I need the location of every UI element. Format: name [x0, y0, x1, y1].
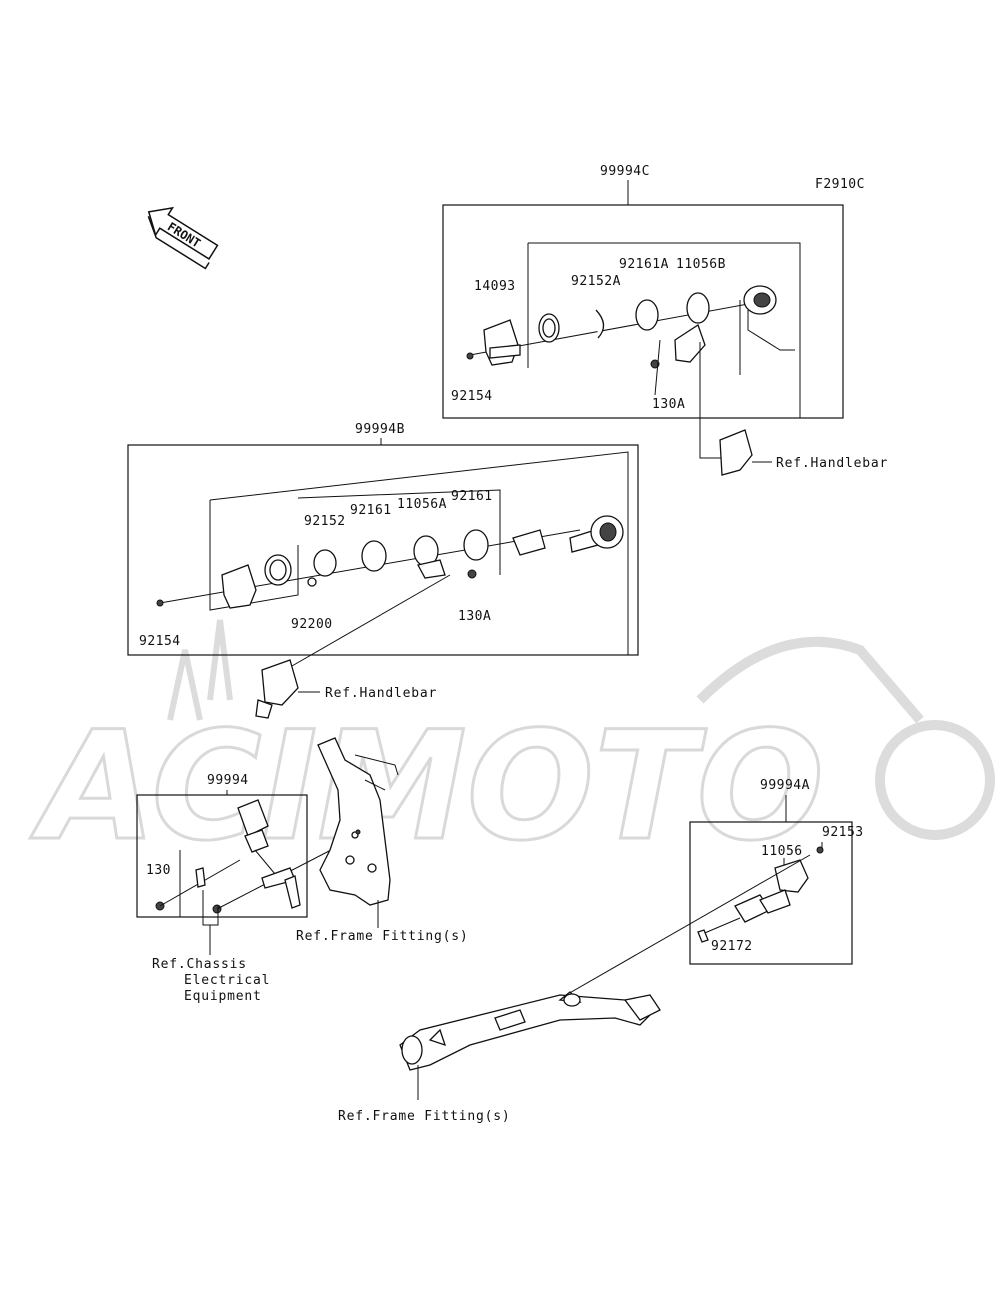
- ring-92161-b2: [463, 529, 489, 561]
- bolt-130a-b: [467, 569, 477, 579]
- bolt-130a-c: [650, 359, 660, 369]
- group-99994c-box: [442, 204, 844, 419]
- handlebar-clamp-b: [255, 659, 299, 719]
- ref-chassis-line3: Equipment: [184, 989, 262, 1004]
- ref-frame-fittings-2: Ref.Frame Fitting(s): [338, 1109, 511, 1124]
- part-92200: 92200: [291, 617, 333, 632]
- screw-92154-b: [156, 599, 164, 607]
- handlebar-clamp-c: [719, 429, 753, 476]
- switch-housing-b: [221, 554, 292, 609]
- group-99994a-label: 99994A: [760, 778, 810, 793]
- sensor-99994a: [734, 889, 791, 923]
- ref-frame-fittings-1: Ref.Frame Fitting(s): [296, 929, 469, 944]
- ring-11056b: [686, 292, 710, 324]
- diagram-code: F2910C: [815, 177, 865, 192]
- group-99994: 99994 130 Ref.Chassis Electrical Equipme…: [136, 737, 469, 1004]
- watermark: ACIMOTO: [29, 619, 995, 876]
- clip-92152a: [595, 309, 605, 339]
- group-99994b: 99994B 92152 92161 11056A 92161 92154 92…: [127, 422, 639, 719]
- part-92153: 92153: [822, 825, 864, 840]
- part-92154-c: 92154: [451, 389, 493, 404]
- sensor-99994: [237, 799, 301, 909]
- group-99994a-box: [689, 821, 853, 965]
- part-130: 130: [146, 863, 171, 878]
- frame-plate: [317, 737, 399, 906]
- ref-chassis-line1: Ref.Chassis: [152, 957, 247, 972]
- part-11056: 11056: [761, 844, 803, 859]
- front-arrow: FRONT: [147, 206, 219, 270]
- group-99994b-label: 99994B: [355, 422, 405, 437]
- group-99994c: 99994C 14093 92152A 92161A 11056B 92154 …: [442, 164, 888, 476]
- switch-housing-14093: [483, 319, 521, 366]
- group-99994a: 99994A 92153 11056 92172 Ref.Frame Fitti…: [338, 778, 864, 1124]
- part-130a-c: 130A: [652, 397, 685, 412]
- ref-handlebar-b: Ref.Handlebar: [325, 686, 437, 701]
- ring-92161a: [635, 299, 659, 331]
- ring-92152-b: [313, 549, 337, 577]
- group-99994b-box: [127, 444, 639, 656]
- part-11056b: 11056B: [676, 257, 726, 272]
- part-14093: 14093: [474, 279, 516, 294]
- bracket-11056b: [674, 324, 706, 363]
- clamp-small: [195, 867, 206, 888]
- part-92161a: 92161A: [619, 257, 669, 272]
- part-92154-b: 92154: [139, 634, 181, 649]
- group-99994c-label: 99994C: [600, 164, 650, 179]
- part-92161-b1: 92161: [350, 503, 392, 518]
- screw-92154-c: [466, 352, 474, 360]
- washer-92200: [307, 577, 317, 587]
- part-92161-b2: 92161: [451, 489, 493, 504]
- part-92172: 92172: [711, 939, 753, 954]
- part-130a-b: 130A: [458, 609, 491, 624]
- ring-92161-b1: [361, 540, 387, 572]
- part-92152a: 92152A: [571, 274, 621, 289]
- group-99994-box: [136, 794, 308, 918]
- bracket-11056a: [417, 559, 446, 579]
- part-92152-b: 92152: [304, 514, 346, 529]
- group-99994-label: 99994: [207, 773, 249, 788]
- bracket-11056: [774, 859, 809, 893]
- ignition-switch-b: [512, 515, 624, 556]
- frame-tube: [399, 991, 661, 1071]
- bolt-92172: [697, 929, 709, 943]
- screw-92153: [816, 846, 824, 854]
- ignition-switch-c: [743, 285, 795, 351]
- ref-chassis-line2: Electrical: [184, 973, 270, 988]
- ref-handlebar-c: Ref.Handlebar: [776, 456, 888, 471]
- watermark-text: ACIMOTO: [30, 700, 824, 874]
- part-11056a: 11056A: [397, 497, 447, 512]
